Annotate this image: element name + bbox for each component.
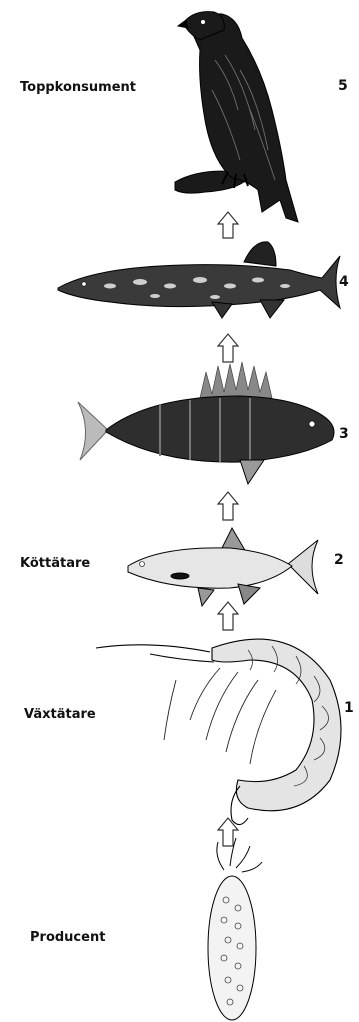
arrow-up-icon [218, 212, 238, 238]
amphipod-icon [96, 639, 341, 824]
arrow-up-icon [218, 334, 238, 362]
small-fish-icon [128, 528, 318, 606]
arrow-up-icon [218, 492, 238, 520]
arrow-up-icon [218, 602, 238, 630]
perch-icon [78, 362, 334, 484]
hawk-icon [175, 12, 298, 222]
pike-icon [58, 242, 340, 318]
algae-icon [208, 838, 262, 1020]
